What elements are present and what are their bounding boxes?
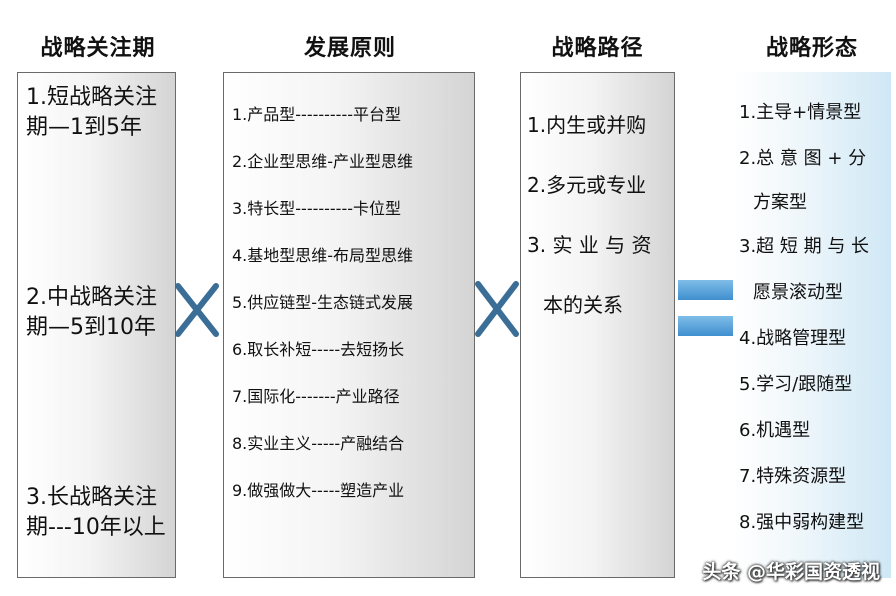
principle-item: 6.取长补短-----去短扬长 — [232, 340, 405, 359]
path-item: 2.多元或专业 — [527, 173, 647, 197]
form-item: 1.主导+情景型 — [739, 102, 862, 123]
focus-period-medium: 2.中战略关注期—5到10年 — [26, 285, 157, 340]
source-watermark: 头条 @华彩国资透视 — [702, 561, 880, 583]
focus-period-long: 3.长战略关注期---10年以上 — [26, 485, 166, 540]
strategy-path-box: 1.内生或并购 2.多元或专业 3. 实 业 与 资 本的关系 — [520, 72, 675, 578]
form-item: 5.学习/跟随型 — [739, 374, 853, 395]
strategy-form-box: 1.主导+情景型 2.总 意 图 + 分 方案型 3.超 短 期 与 长 愿景滚… — [733, 72, 891, 578]
header-strategy-form: 战略形态 — [765, 36, 858, 61]
path-item: 3. 实 业 与 资 — [527, 233, 652, 257]
form-item: 3.超 短 期 与 长 — [739, 236, 870, 257]
form-item: 4.战略管理型 — [739, 328, 847, 349]
principle-item: 4.基地型思维-布局型思维 — [232, 246, 414, 265]
focus-period-short: 1.短战略关注期—1到5年 — [26, 85, 157, 140]
path-item: 本的关系 — [543, 293, 623, 317]
principle-item: 2.企业型思维-产业型思维 — [232, 152, 414, 171]
header-strategy-focus-period: 战略关注期 — [40, 36, 156, 61]
form-item: 愿景滚动型 — [753, 282, 843, 303]
principle-item: 3.特长型----------卡位型 — [232, 199, 402, 218]
principle-item: 1.产品型----------平台型 — [232, 105, 402, 124]
principle-item: 5.供应链型-生态链式发展 — [232, 293, 414, 312]
form-item: 7.特殊资源型 — [739, 466, 847, 487]
multiply-operator-icon — [175, 283, 219, 337]
equals-operator-icon — [678, 280, 734, 336]
development-principles-box: 1.产品型----------平台型 2.企业型思维-产业型思维 3.特长型--… — [223, 72, 475, 578]
path-item: 1.内生或并购 — [527, 113, 647, 137]
principle-item: 9.做强做大-----塑造产业 — [232, 481, 405, 500]
form-item: 方案型 — [753, 192, 807, 213]
form-item: 2.总 意 图 + 分 — [739, 148, 867, 169]
strategy-focus-period-box: 1.短战略关注期—1到5年 2.中战略关注期—5到10年 3.长战略关注期---… — [17, 72, 176, 578]
principle-item: 8.实业主义-----产融结合 — [232, 434, 405, 453]
form-item: 6.机遇型 — [739, 420, 811, 441]
header-development-principles: 发展原则 — [303, 36, 396, 61]
header-strategy-path: 战略路径 — [551, 36, 644, 61]
form-item: 8.强中弱构建型 — [739, 512, 865, 533]
principle-item: 7.国际化-------产业路径 — [232, 387, 400, 406]
multiply-operator-icon — [475, 281, 519, 337]
